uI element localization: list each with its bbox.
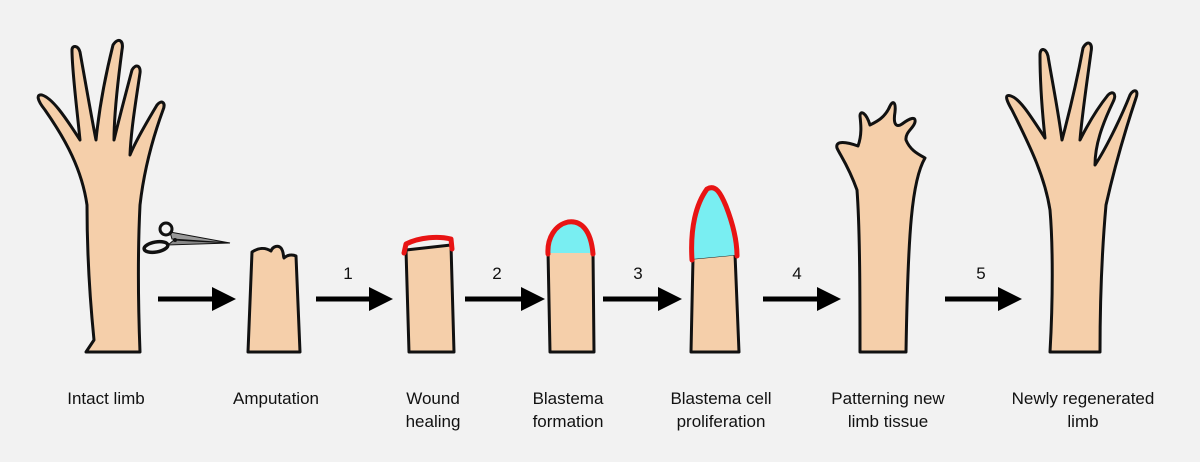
stage-label-wound-healing-line2: healing: [406, 412, 461, 431]
step-number-4: 4: [792, 264, 801, 283]
scissors-icon: [142, 221, 231, 255]
stage-label-blastema-formation-line1: Blastema: [533, 389, 604, 408]
step-number-5: 5: [976, 264, 985, 283]
stage-label-regenerated-line2: limb: [1067, 412, 1098, 431]
stage-label-regenerated-line1: Newly regenerated: [1012, 389, 1155, 408]
stage-label-blastema-formation-line2: formation: [533, 412, 604, 431]
stage-label-blastema-proliferation-line1: Blastema cell: [670, 389, 771, 408]
stage-label-amputation: Amputation: [233, 389, 319, 408]
blastema-proliferation-limb: [689, 185, 741, 354]
regenerated-limb: [1005, 41, 1139, 354]
wound-epidermis: [401, 234, 455, 256]
arrow-step-1: [316, 287, 393, 311]
step-number-1: 1: [343, 264, 352, 283]
arrow-step-4: [763, 287, 841, 311]
stage-label-blastema-proliferation-line2: proliferation: [677, 412, 766, 431]
arrow-step-5: [945, 287, 1022, 311]
wound-epidermis: [545, 219, 596, 257]
wound-epidermis: [689, 185, 740, 263]
blastema: [548, 221, 592, 253]
arrow-step-3: [603, 287, 682, 311]
arrow-intact-to-amputation: [158, 287, 236, 311]
step-number-3: 3: [633, 264, 642, 283]
stage-label-patterning-line1: Patterning new: [831, 389, 945, 408]
stage-label-intact-limb: Intact limb: [67, 389, 144, 408]
intact-limb: [36, 38, 166, 354]
arrow-step-2: [465, 287, 545, 311]
step-number-2: 2: [492, 264, 501, 283]
amputated-limb: [246, 244, 302, 354]
patterning-limb: [835, 101, 927, 354]
blastema-formation-limb: [545, 219, 596, 354]
stage-label-patterning-line2: limb tissue: [848, 412, 928, 431]
wound-healed-limb: [401, 234, 456, 354]
stage-label-wound-healing-line1: Wound: [406, 389, 460, 408]
